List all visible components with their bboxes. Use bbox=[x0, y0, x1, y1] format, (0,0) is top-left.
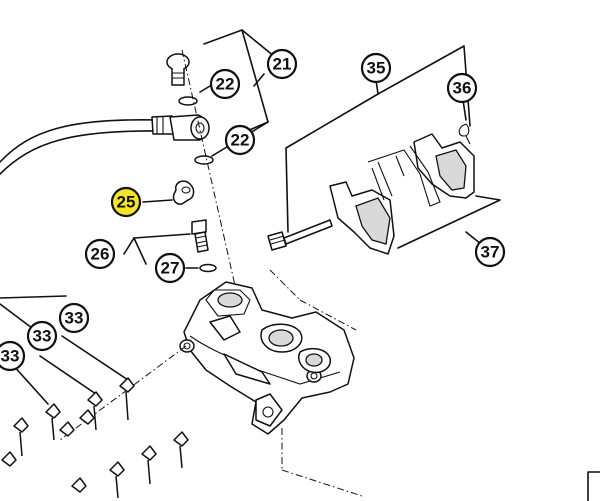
callout-25: 25 bbox=[110, 186, 142, 218]
svg-text:27: 27 bbox=[161, 259, 180, 278]
pad-axis-line-1 bbox=[269, 269, 301, 301]
brake-hose bbox=[0, 115, 175, 175]
callout-33-right: 33 bbox=[58, 302, 90, 334]
o-ring-lower bbox=[194, 155, 214, 165]
callout-26: 26 bbox=[84, 238, 116, 270]
svg-text:33: 33 bbox=[33, 327, 52, 346]
svg-text:25: 25 bbox=[117, 193, 136, 212]
split-pin bbox=[458, 123, 471, 145]
brake-pad-front bbox=[329, 181, 395, 255]
leader-22a-2 bbox=[253, 73, 265, 87]
svg-text:22: 22 bbox=[231, 131, 250, 150]
svg-text:26: 26 bbox=[91, 245, 110, 264]
leader-33c bbox=[0, 295, 67, 299]
bracket-26 bbox=[123, 233, 191, 255]
banjo-bolt bbox=[166, 53, 190, 86]
svg-text:37: 37 bbox=[481, 243, 500, 262]
leader-33a-tail bbox=[11, 363, 49, 405]
callout-33-left: 33 bbox=[0, 340, 26, 372]
o-ring-upper bbox=[178, 96, 198, 106]
callout-33-middle: 33 bbox=[26, 320, 58, 352]
leader-22a bbox=[199, 85, 211, 93]
mount-axis-line-2 bbox=[281, 469, 363, 497]
leader-25 bbox=[142, 199, 173, 203]
o-ring-27 bbox=[199, 263, 217, 273]
pad-spring bbox=[367, 145, 441, 207]
bracket-26-b bbox=[133, 237, 147, 265]
svg-text:33: 33 bbox=[65, 309, 84, 328]
leader-33c-tail bbox=[61, 335, 129, 381]
pad-pins bbox=[1, 377, 189, 499]
svg-text:35: 35 bbox=[367, 59, 386, 78]
banjo-axis-line bbox=[181, 49, 237, 291]
pad-axis-line-2 bbox=[299, 299, 357, 331]
frame-corner bbox=[587, 471, 600, 501]
svg-text:33: 33 bbox=[1, 347, 20, 366]
brake-pad-rear bbox=[413, 133, 475, 199]
svg-text:22: 22 bbox=[216, 75, 235, 94]
bleed-nipple bbox=[191, 219, 209, 253]
callout-36: 36 bbox=[446, 72, 478, 104]
pad-pin-bolt bbox=[267, 219, 333, 251]
bleed-nipple-cap bbox=[172, 180, 195, 205]
svg-text:36: 36 bbox=[453, 79, 472, 98]
leader-33b-tail bbox=[39, 355, 97, 395]
callout-21: 21 bbox=[266, 48, 298, 80]
callout-22-upper: 22 bbox=[209, 68, 241, 100]
callout-27: 27 bbox=[154, 252, 186, 284]
pin-axis-line bbox=[59, 345, 187, 441]
caliper-body bbox=[179, 281, 355, 435]
callout-35: 35 bbox=[360, 52, 392, 84]
callout-22-lower: 22 bbox=[224, 124, 256, 156]
leader-36 bbox=[462, 99, 467, 121]
svg-text:21: 21 bbox=[273, 55, 292, 74]
callout-37: 37 bbox=[474, 236, 506, 268]
banjo-fitting bbox=[169, 114, 210, 141]
